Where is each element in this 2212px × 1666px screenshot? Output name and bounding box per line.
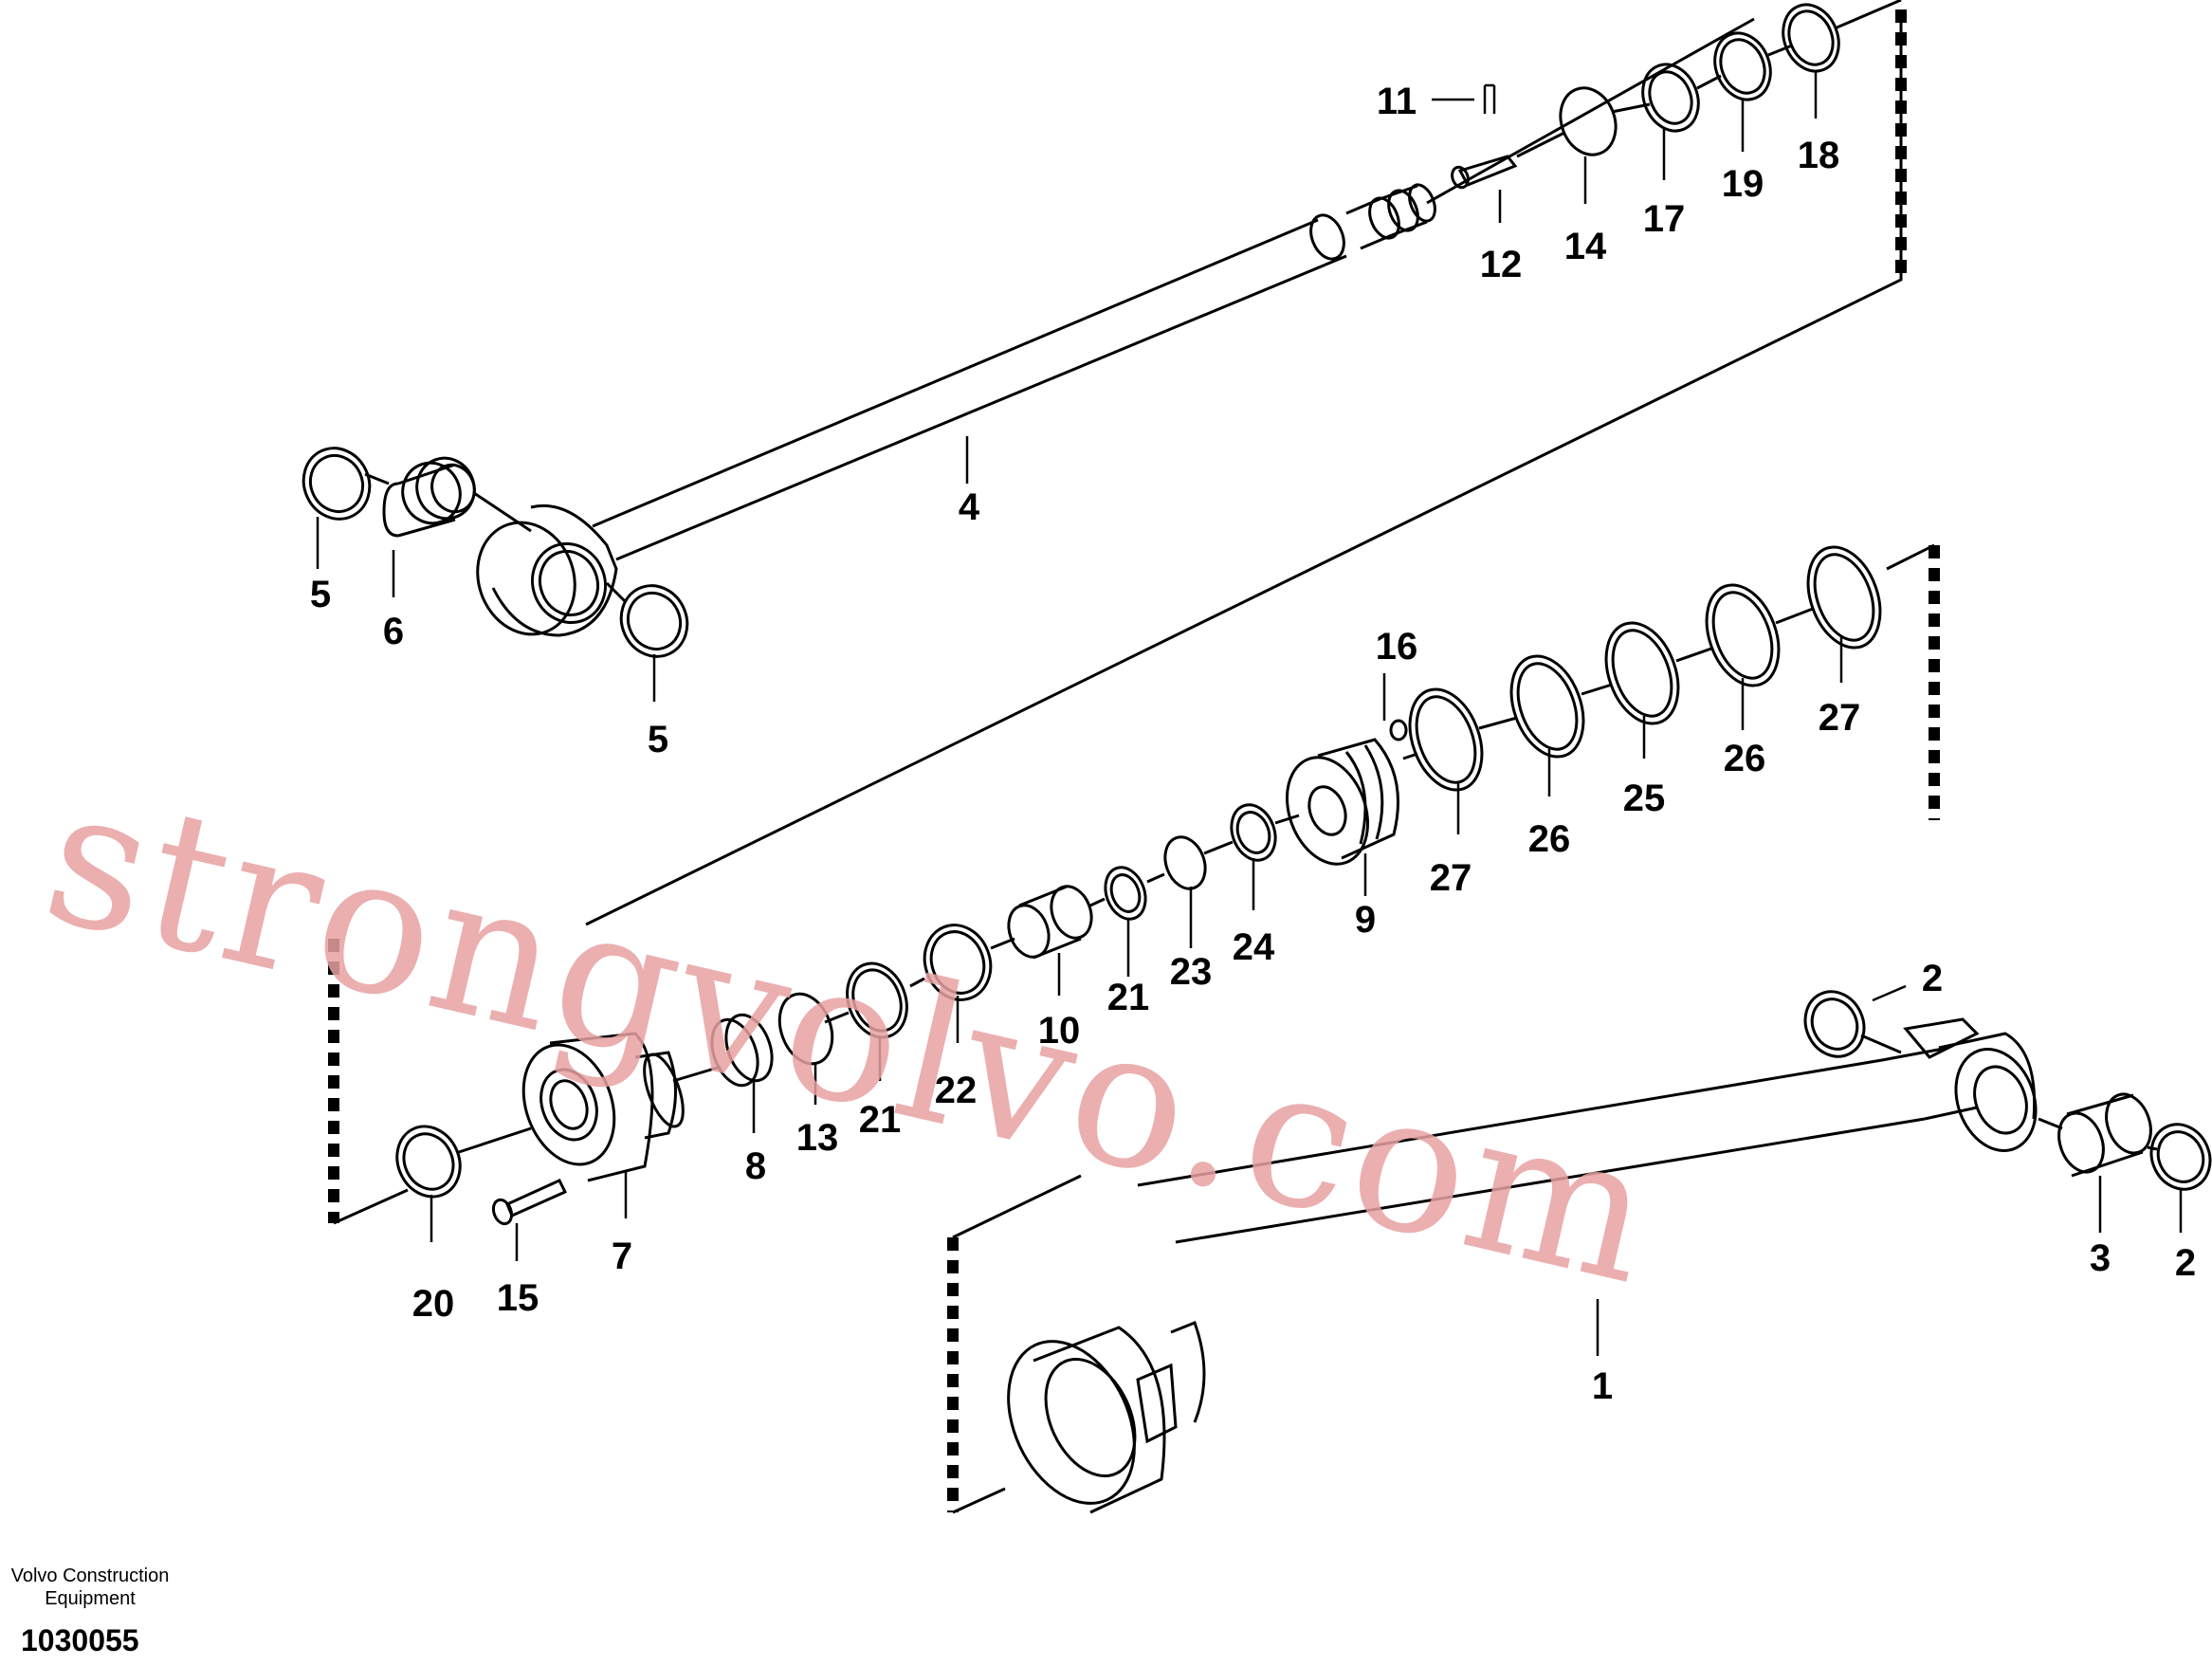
label-19: 19 (1722, 163, 1764, 205)
label-21a: 21 (859, 1099, 902, 1141)
label-27a: 27 (1430, 857, 1472, 899)
label-26a: 26 (1528, 818, 1571, 860)
drawing-number: 1030055 (21, 1623, 139, 1657)
label-10: 10 (1038, 1010, 1081, 1052)
label-13: 13 (796, 1117, 839, 1159)
piston-rod-assembly (302, 0, 1907, 926)
company-name-line1: Volvo Construction (10, 1565, 170, 1586)
piston-head-assembly (328, 543, 1940, 1226)
label-25: 25 (1623, 778, 1666, 819)
label-22: 22 (935, 1070, 978, 1111)
label-6: 6 (383, 611, 404, 652)
company-name-line2: Equipment (45, 1588, 136, 1609)
label-2b: 2 (2175, 1242, 2196, 1284)
label-26b: 26 (1724, 738, 1766, 779)
label-7: 7 (612, 1236, 632, 1277)
label-8: 8 (745, 1145, 766, 1187)
label-12: 12 (1480, 244, 1523, 285)
label-20: 20 (412, 1283, 455, 1325)
part-labels: 1 2 2 3 4 5 5 6 7 8 9 10 11 12 13 14 15 … (310, 81, 2196, 1407)
watermark: strongvolvo.com (27, 744, 1674, 1328)
label-18: 18 (1798, 135, 1840, 176)
label-1: 1 (1592, 1365, 1613, 1407)
label-14: 14 (1564, 226, 1607, 267)
label-23: 23 (1170, 951, 1213, 993)
label-24: 24 (1233, 926, 1275, 968)
cylinder-tube-assembly (947, 990, 2212, 1514)
leader-lines (316, 71, 2183, 1356)
label-4: 4 (959, 486, 980, 528)
label-5b: 5 (648, 719, 668, 760)
label-17: 17 (1643, 198, 1686, 240)
label-27b: 27 (1819, 697, 1861, 739)
label-21b: 21 (1107, 977, 1150, 1018)
label-11: 11 (1377, 81, 1417, 122)
label-15: 15 (497, 1277, 539, 1319)
label-16: 16 (1376, 626, 1418, 668)
label-5a: 5 (310, 574, 331, 615)
label-3: 3 (2090, 1237, 2111, 1279)
label-9: 9 (1355, 899, 1376, 941)
label-2a: 2 (1922, 958, 1943, 999)
